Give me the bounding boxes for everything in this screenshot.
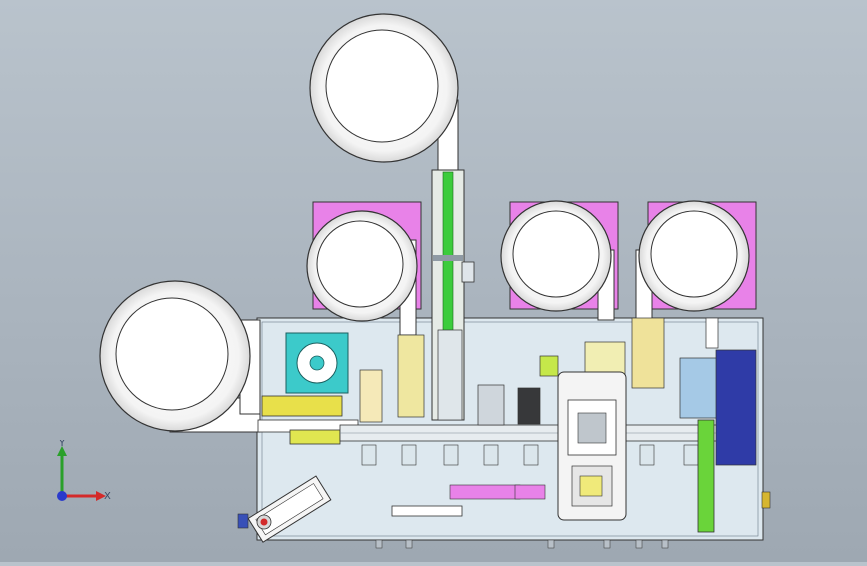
z-axis-dot [57, 491, 67, 501]
rotary-index-table [285, 332, 349, 394]
leveling-feet [375, 539, 669, 549]
discharge-chute [697, 317, 719, 533]
x-axis-arrow [96, 491, 106, 501]
reel-block-1 [306, 201, 422, 336]
blue-connector [237, 513, 249, 529]
bottom-cylinder [391, 505, 463, 517]
orientation-triad: Y X [50, 438, 120, 510]
y-axis-arrow [57, 446, 67, 456]
x-axis-label: X [104, 491, 111, 502]
pneumatic-cylinders [361, 444, 699, 466]
station-heads [359, 317, 757, 466]
main-conveyor [339, 424, 721, 442]
control-module [557, 371, 627, 521]
reel-block-2 [500, 200, 619, 321]
red-knob-center [260, 518, 268, 526]
reel-block-3 [635, 200, 757, 321]
magenta-fixtures [449, 484, 546, 500]
y-axis-label: Y [58, 440, 66, 449]
right-side-fitting [761, 491, 771, 509]
left-slide-assembly [257, 395, 359, 445]
top-feeder-reel [309, 13, 459, 181]
left-feeder-reel [99, 280, 261, 433]
